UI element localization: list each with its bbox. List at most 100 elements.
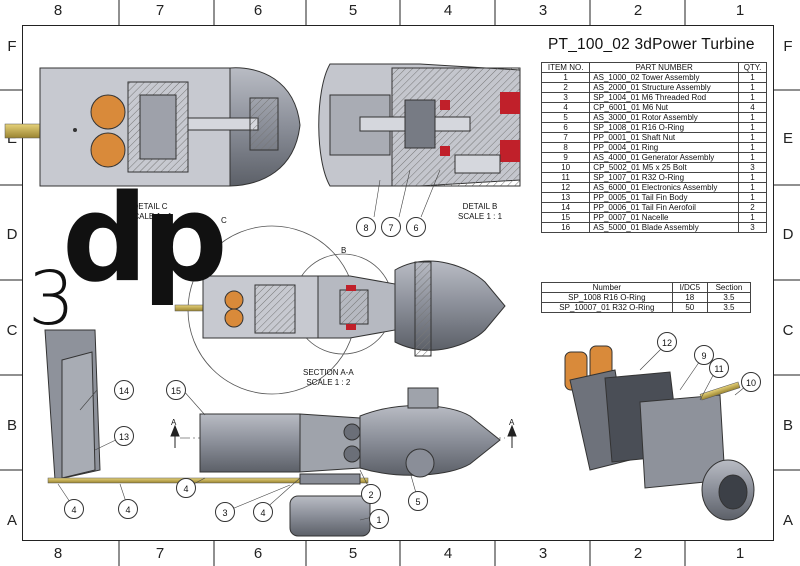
o-ring-header-row: Number I/DC5 Section [541,282,752,293]
zone-col-bottom-6: 6 [253,545,263,562]
zone-row-left-a: A [6,512,17,529]
bom-qty: 1 [738,142,767,153]
balloon-side-2: 2 [361,484,381,504]
detail-b-label: DETAIL B SCALE 1 : 1 [458,202,502,222]
balloon-side-4b: 4 [118,499,138,519]
bom-qty: 3 [738,222,767,233]
logo-three: 3 [28,256,76,342]
zone-col-bottom-7: 7 [155,545,165,562]
bom-item: 12 [540,182,591,193]
o-ring-section: 3.5 [706,292,752,303]
bom-item: 11 [540,172,591,183]
bom-part: PP_0006_01 Tail Fin Aerofoil [589,202,740,213]
drawing-title: PT_100_02 3dPower Turbine [548,36,755,53]
bom-item: 3 [540,92,591,103]
bom-item: 9 [540,152,591,163]
zone-col-top-2: 2 [633,2,643,19]
detail-c-title: DETAIL C [132,202,168,211]
detail-circle-c-label: C [221,216,227,225]
o-ring-idc5: 50 [671,302,708,313]
zone-row-left-b: B [6,417,17,434]
section-aa-view [174,225,506,395]
zone-col-bottom-5: 5 [348,545,358,562]
balloon-detail-7: 7 [381,217,401,237]
section-mark-right: A [509,418,515,427]
bom-part: PP_0005_01 Tail Fin Body [589,192,740,203]
zone-col-top-1: 1 [735,2,745,19]
balloon-iso-11: 11 [709,358,729,378]
bom-qty: 1 [738,122,767,133]
balloon-side-4a: 4 [64,499,84,519]
zone-col-bottom-3: 3 [538,545,548,562]
o-ring-number: SP_1008 R16 O-Ring [541,292,673,303]
bom-item: 8 [540,142,591,153]
balloon-detail-8: 8 [356,217,376,237]
balloon-iso-9: 9 [694,345,714,365]
bom-qty: 1 [738,212,767,223]
balloon-side-4d: 4 [253,502,273,522]
o-ring-header-idc5: I/DC5 [671,282,708,293]
balloon-iso-10: 10 [741,372,761,392]
o-ring-section: 3.5 [706,302,752,313]
bom-part: CP_6001_01 M6 Nut [589,102,740,113]
balloon-side-14: 14 [114,380,134,400]
bom-item: 14 [540,202,591,213]
bom-item: 7 [540,132,591,143]
zone-col-top-7: 7 [155,2,165,19]
bom-header-row: ITEM NO. PART NUMBER QTY. [540,62,767,73]
o-ring-header-section: Section [706,282,752,293]
bom-qty: 4 [738,102,767,113]
balloon-side-15: 15 [166,380,186,400]
bom-header-part: PART NUMBER [589,62,740,73]
bom-qty: 2 [738,202,767,213]
zone-row-left-d: D [6,226,18,243]
bom-part: SP_1004_01 M6 Threaded Rod [589,92,740,103]
zone-row-right-a: A [782,512,793,529]
zone-col-top-4: 4 [443,2,453,19]
zone-col-top-3: 3 [538,2,548,19]
zone-col-top-8: 8 [53,2,63,19]
isometric-view [564,345,755,521]
bom-qty: 1 [738,132,767,143]
balloon-side-3: 3 [215,502,235,522]
o-ring-header-number: Number [541,282,673,293]
detail-b-view [318,63,521,187]
bom-item: 15 [540,212,591,223]
bom-item: 13 [540,192,591,203]
zone-row-right-f: F [783,38,793,55]
bom-part: AS_1000_02 Tower Assembly [589,72,740,83]
bom-item: 6 [540,122,591,133]
bom-part: SP_1007_01 R32 O-Ring [589,172,740,183]
logo-dp: dp [62,170,228,309]
zone-col-bottom-2: 2 [633,545,643,562]
bom-qty: 1 [738,82,767,93]
side-view [44,329,501,537]
section-aa-scale: SCALE 1 : 2 [306,378,351,387]
bom-part: PP_0001_01 Shaft Nut [589,132,740,143]
bom-header-item: ITEM NO. [540,62,591,73]
bom-qty: 1 [738,92,767,103]
detail-c-view [4,67,301,187]
section-aa-title: SECTION A-A [303,368,354,377]
bom-qty: 1 [738,112,767,123]
balloon-iso-12: 12 [657,332,677,352]
zone-col-bottom-1: 1 [735,545,745,562]
zone-col-bottom-8: 8 [53,545,63,562]
zone-row-right-e: E [782,130,793,147]
bom-part: AS_6000_01 Electronics Assembly [589,182,740,193]
section-aa-label: SECTION A-A SCALE 1 : 2 [303,368,354,388]
zone-col-top-5: 5 [348,2,358,19]
bom-part: AS_4000_01 Generator Assembly [589,152,740,163]
balloon-side-13: 13 [114,426,134,446]
zone-row-left-c: C [6,322,18,339]
bom-part: AS_3000_01 Rotor Assembly [589,112,740,123]
